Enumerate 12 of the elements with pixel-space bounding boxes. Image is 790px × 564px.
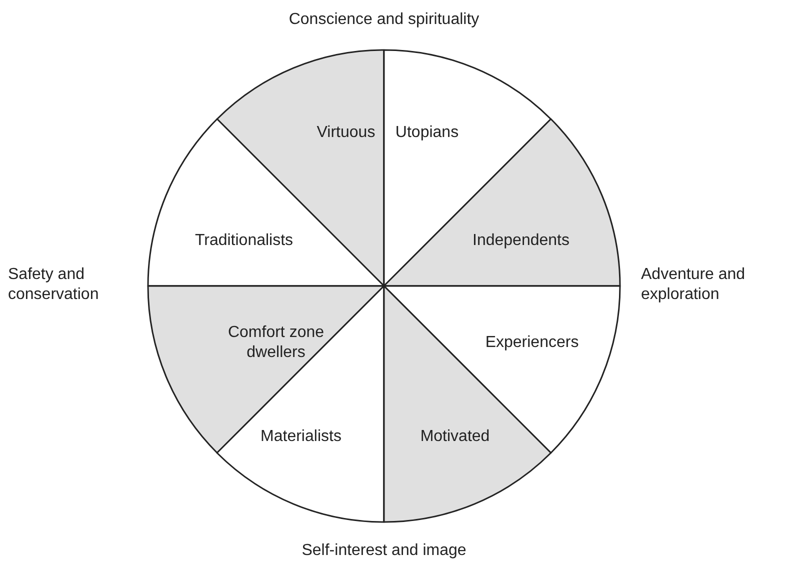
sector-label: Motivated <box>420 427 490 447</box>
axis-label: Conscience and spirituality <box>288 10 480 30</box>
sector-label: Comfort zone dwellers <box>226 323 326 363</box>
axis-label: Self-interest and image <box>302 541 466 561</box>
sector-label: Independents <box>472 230 570 251</box>
sector-label: Utopians <box>395 123 459 143</box>
sector-label: Virtuous <box>316 123 376 143</box>
sector-label: Materialists <box>260 427 342 447</box>
sector-label: Experiencers <box>485 333 579 353</box>
axis-label: Safety and conservation <box>8 265 100 305</box>
axis-label: Adventure and exploration <box>641 265 746 305</box>
sector-label: Traditionalists <box>194 230 294 251</box>
